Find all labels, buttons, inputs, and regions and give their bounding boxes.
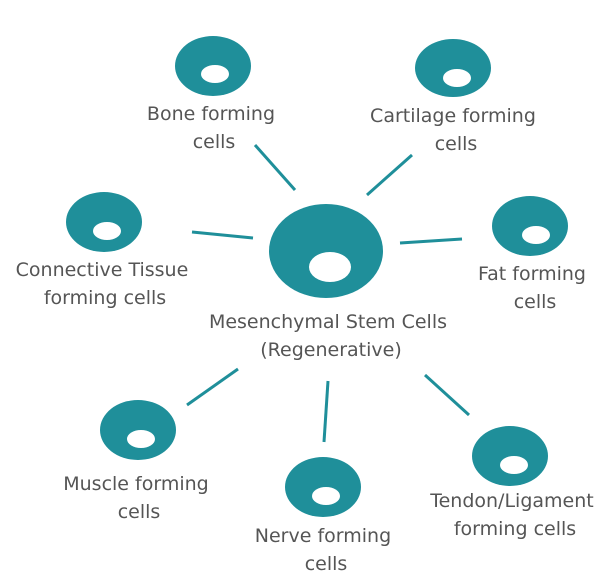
cell-connective-tissue-label-line-2: forming cells [44,287,166,309]
cell-connective-tissue-label: Connective Tissue forming cells [16,259,195,309]
cell-bone-label: Bone forming cells [147,103,281,153]
cell-muscle-label: Muscle forming cells [63,473,215,523]
cell-cartilage-label-line-1: Cartilage forming [370,105,536,127]
connector-cartilage [367,155,412,195]
stem-cell-nucleus [309,252,351,282]
cell-connective-tissue-label-line-1: Connective Tissue [16,259,189,281]
stem-cell: Mesenchymal Stem Cells (Regenerative) [209,204,453,361]
cell-fat-label-line-2: cells [514,291,557,313]
connector-bone [255,145,295,190]
connector-fat [400,239,462,243]
cell-nerve-label: Nerve forming cells [255,525,397,573]
cell-fat-body [492,196,568,256]
connector-nerve [324,381,328,442]
cell-nerve-label-line-1: Nerve forming [255,525,391,547]
connector-muscle [187,369,238,405]
cell-tendon-ligament-nucleus [500,456,528,474]
cell-muscle-nucleus [127,430,155,448]
cell-fat: Fat forming cells [478,196,592,313]
stem-cell-label: Mesenchymal Stem Cells (Regenerative) [209,311,453,361]
cell-fat-label-line-1: Fat forming [478,263,586,285]
cell-cartilage-label: Cartilage forming cells [370,105,542,155]
cell-nerve-label-line-2: cells [305,553,348,573]
cell-muscle-body [100,400,176,460]
cell-tendon-ligament: Tendon/Ligament forming cells [429,426,600,540]
connector-tendon [425,375,469,415]
cell-tendon-ligament-label: Tendon/Ligament forming cells [429,490,600,540]
cell-connective-tissue: Connective Tissue forming cells [16,192,195,309]
cell-muscle: Muscle forming cells [63,400,215,523]
cell-tendon-ligament-label-line-1: Tendon/Ligament [429,490,594,512]
cell-fat-nucleus [522,226,550,244]
cell-cartilage-label-line-2: cells [435,133,478,155]
cell-cartilage-nucleus [443,69,471,87]
cell-muscle-label-line-1: Muscle forming [63,473,208,495]
cell-bone-label-line-1: Bone forming [147,103,275,125]
cell-fat-label: Fat forming cells [478,263,592,313]
cell-tendon-ligament-body [472,426,548,486]
cell-cartilage: Cartilage forming cells [370,39,542,155]
stem-cell-label-line-1: Mesenchymal Stem Cells [209,311,447,333]
stem-cell-label-line-2: (Regenerative) [260,339,401,361]
connector-connective [192,232,253,238]
cell-nerve-nucleus [312,487,340,505]
cell-nerve: Nerve forming cells [255,457,397,573]
cell-cartilage-body [415,39,491,97]
stem-cell-body [269,204,383,298]
cell-bone: Bone forming cells [147,36,281,153]
cell-bone-nucleus [201,65,229,83]
cell-bone-label-line-2: cells [193,131,236,153]
cell-muscle-label-line-2: cells [118,501,161,523]
cell-connective-tissue-body [66,192,142,252]
cell-nerve-body [285,457,361,517]
cell-tendon-ligament-label-line-2: forming cells [454,518,576,540]
cell-connective-tissue-nucleus [93,222,121,240]
